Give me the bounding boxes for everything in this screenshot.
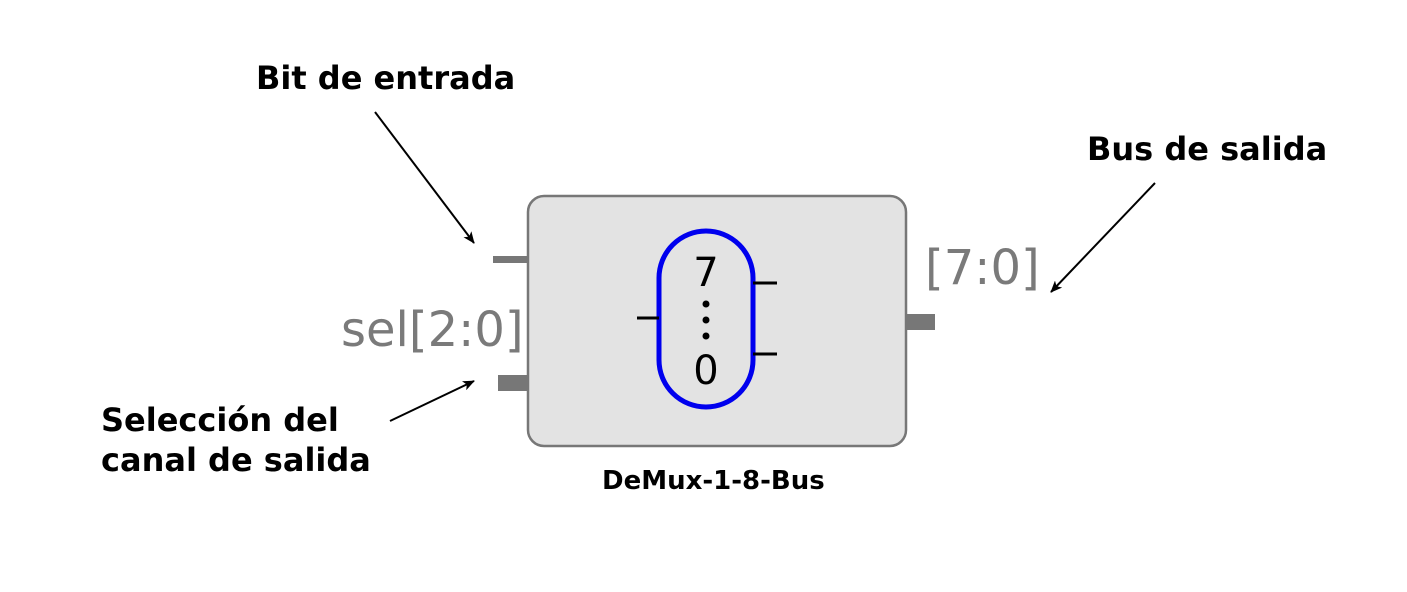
symbol-dot <box>702 316 710 324</box>
symbol-dot <box>702 332 710 340</box>
select-annotation-line1: Selección del <box>101 401 339 439</box>
block-title: DeMux-1-8-Bus <box>602 466 825 496</box>
input-bit-annotation: Bit de entrada <box>256 59 516 97</box>
output-bus-annotation: Bus de salida <box>1087 130 1328 168</box>
input-bit-arrow <box>374 111 475 244</box>
symbol-dot <box>702 300 710 308</box>
output-bus-port[interactable] <box>906 314 935 330</box>
select-annotation-line2: canal de salida <box>101 441 371 479</box>
symbol-label-bottom: 0 <box>693 348 718 394</box>
select-arrow <box>389 380 475 422</box>
output-bus-arrow <box>1050 182 1156 293</box>
input-bit-port[interactable] <box>493 256 528 263</box>
symbol-label-top: 7 <box>693 250 718 296</box>
select-annotation: Selección del canal de salida <box>101 400 371 480</box>
select-port-label: sel[2:0] <box>341 302 524 358</box>
select-bus-port[interactable] <box>498 375 528 391</box>
output-port-label: [7:0] <box>925 240 1040 296</box>
demux-symbol: 7 0 <box>637 228 777 410</box>
